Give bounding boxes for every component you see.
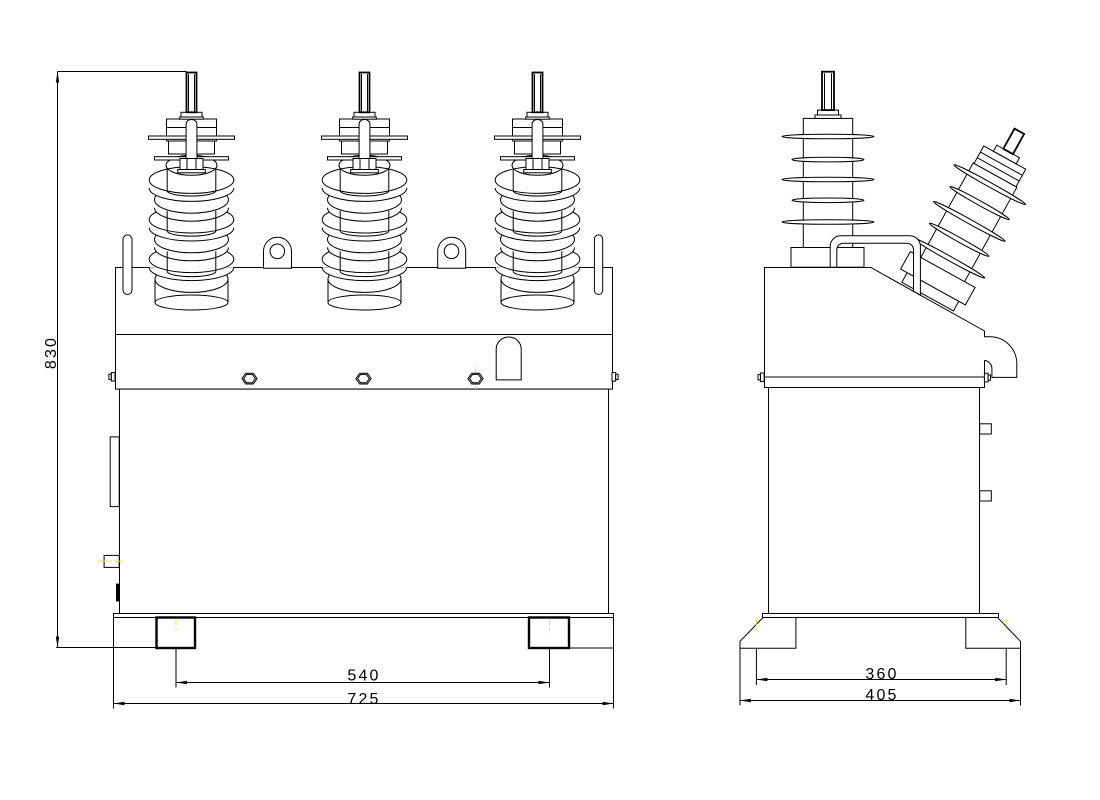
svg-text:830: 830 (43, 336, 60, 369)
svg-text:405: 405 (865, 687, 898, 704)
svg-text:540: 540 (347, 668, 380, 685)
svg-text:360: 360 (865, 666, 898, 683)
svg-text:725: 725 (347, 691, 380, 708)
